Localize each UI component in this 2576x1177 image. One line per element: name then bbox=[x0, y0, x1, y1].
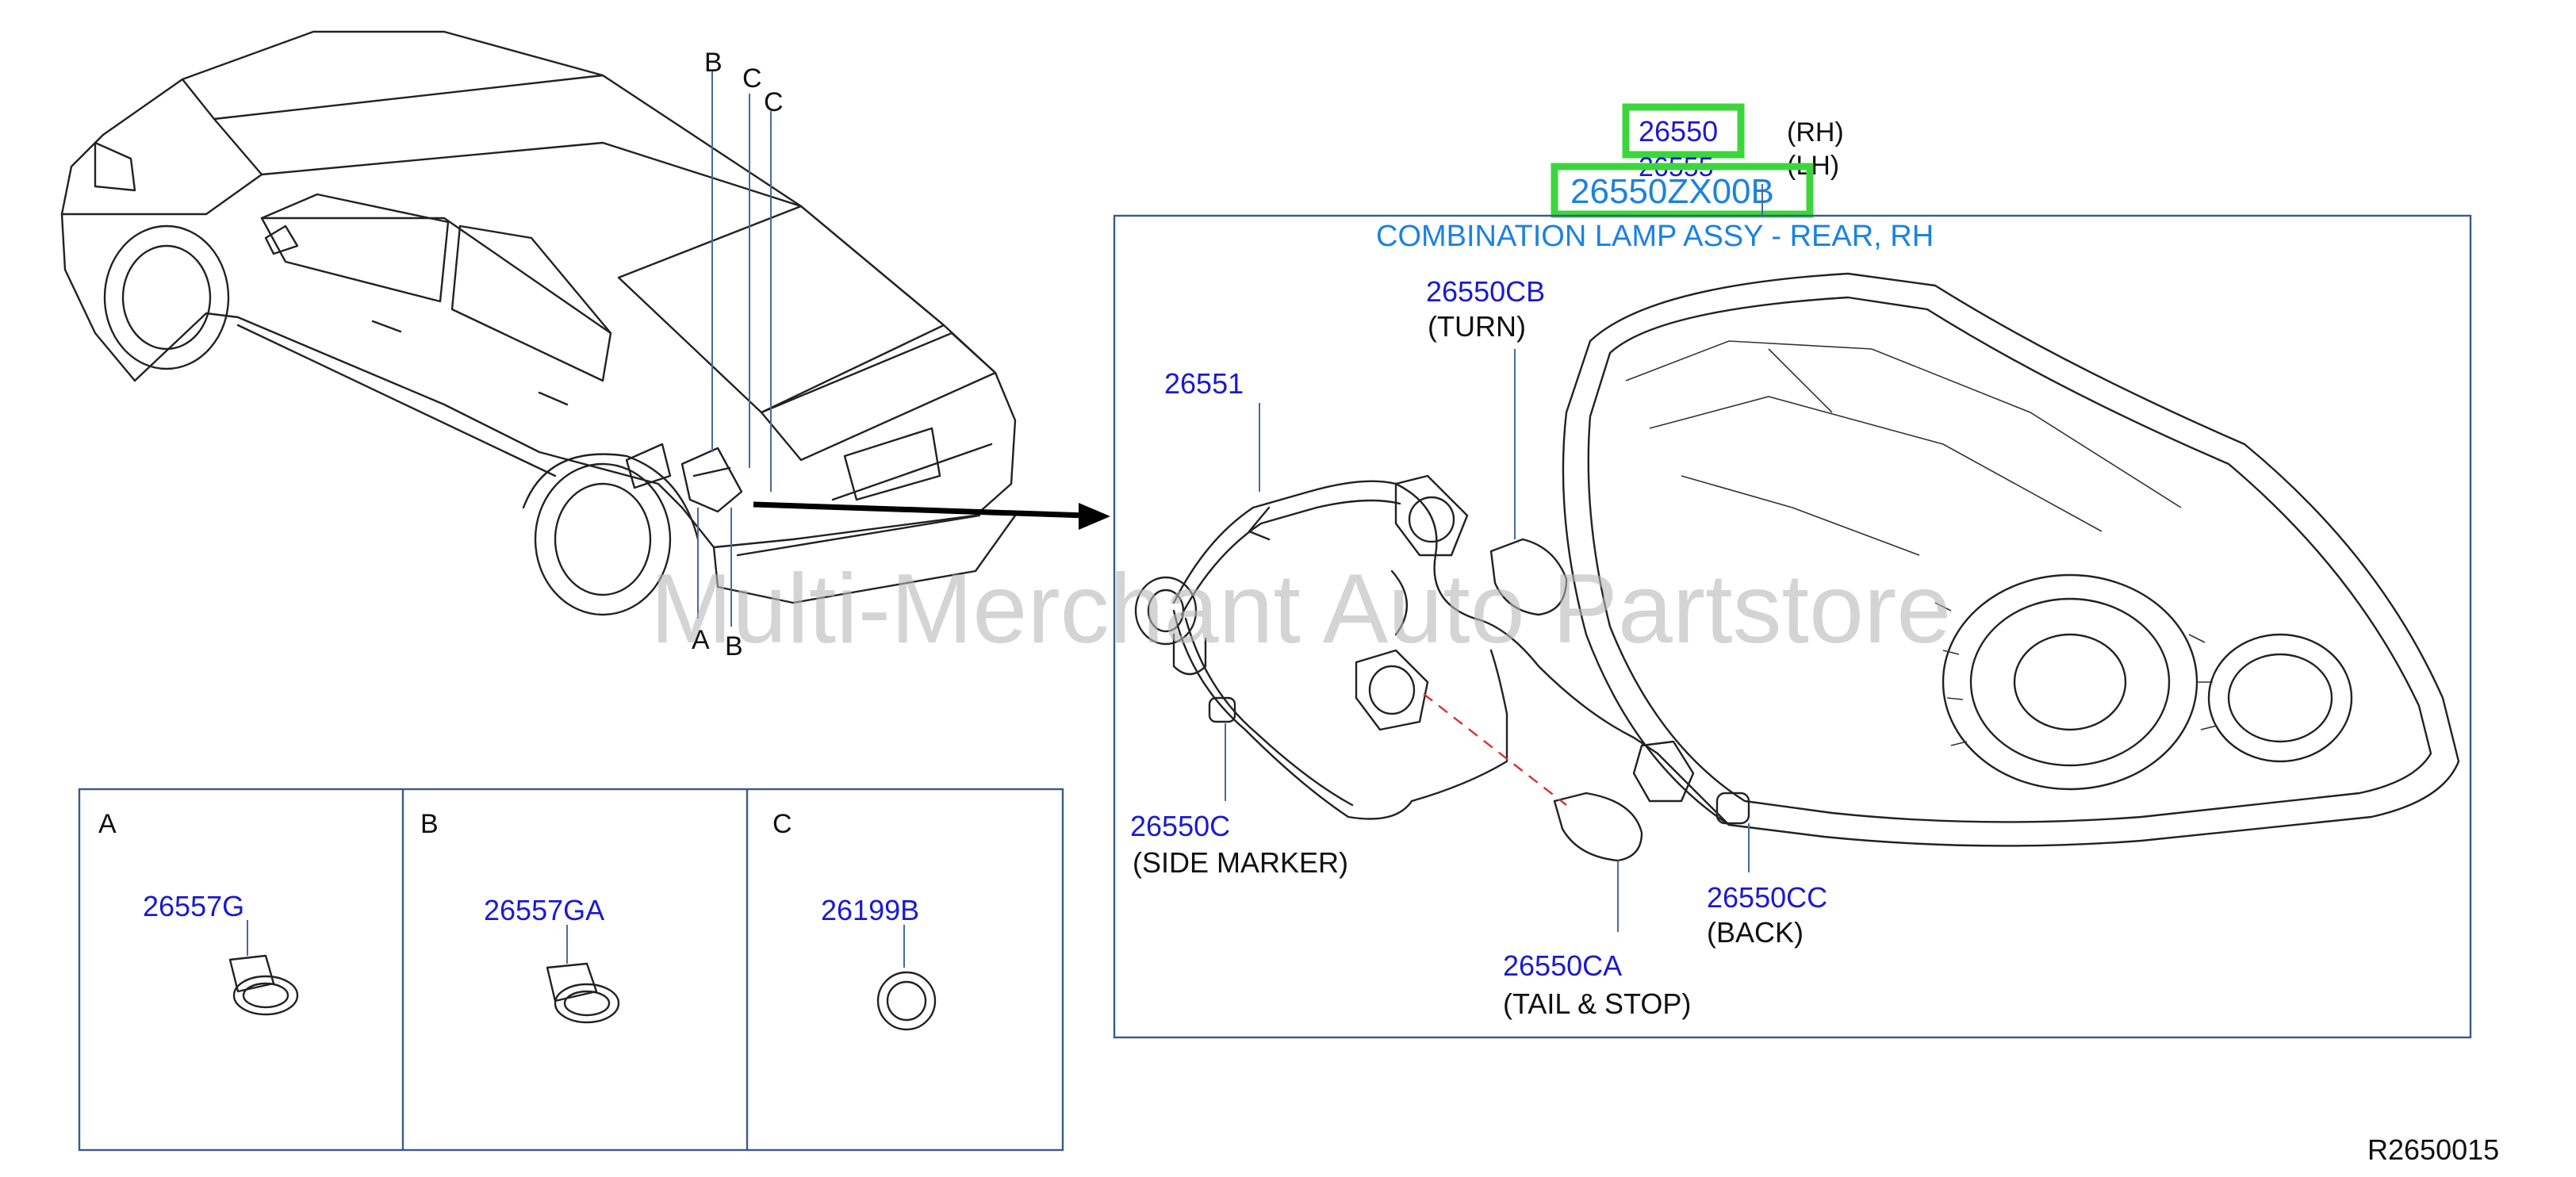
part-desc-back: (BACK) bbox=[1707, 916, 1804, 949]
part-number-turn[interactable]: 26550CB bbox=[1426, 275, 1545, 308]
rear-combination-lamp bbox=[1562, 272, 2460, 847]
part-number-detail-c[interactable]: 26199B bbox=[821, 894, 919, 926]
part-number-harness[interactable]: 26551 bbox=[1164, 367, 1244, 400]
detail-letter-b: B bbox=[420, 809, 439, 839]
part-number-rh[interactable]: 26550 bbox=[1639, 115, 1718, 148]
callout-b-top: B bbox=[704, 48, 723, 78]
part-number-selected[interactable]: 26550ZX00B bbox=[1570, 172, 1774, 211]
clip-a-drawing bbox=[228, 920, 299, 1016]
wiring-harness bbox=[1134, 474, 1750, 862]
watermark: Multi-Merchant Auto Partstore bbox=[650, 554, 1951, 664]
part-desc-side-marker: (SIDE MARKER) bbox=[1133, 846, 1348, 879]
part-number-side-marker[interactable]: 26550C bbox=[1130, 810, 1230, 842]
callout-a-bottom: A bbox=[692, 625, 710, 655]
callout-c-1: C bbox=[742, 63, 762, 94]
detail-letter-a: A bbox=[98, 809, 117, 839]
detail-boxes-frame bbox=[78, 788, 1064, 1152]
detail-letter-c: C bbox=[772, 809, 792, 839]
car-illustration bbox=[60, 30, 1110, 627]
part-number-detail-a[interactable]: 26557G bbox=[143, 890, 244, 922]
callout-b-bottom: B bbox=[725, 631, 743, 661]
assembly-name: COMBINATION LAMP ASSY - REAR, RH bbox=[1376, 220, 1934, 253]
grommet-c-drawing bbox=[876, 925, 937, 1031]
clip-b-drawing bbox=[546, 925, 620, 1024]
lamp-assembly-frame bbox=[1113, 214, 2472, 1039]
part-desc-tail-stop: (TAIL & STOP) bbox=[1503, 987, 1691, 1020]
drawing-id: R2650015 bbox=[2367, 1133, 2499, 1166]
part-number-tail-stop[interactable]: 26550CA bbox=[1503, 949, 1622, 982]
highlight-part-selected bbox=[1551, 163, 1814, 218]
part-number-back[interactable]: 26550CC bbox=[1707, 881, 1827, 914]
part-desc-turn: (TURN) bbox=[1428, 310, 1526, 343]
callout-c-2: C bbox=[764, 87, 784, 117]
part-number-detail-b[interactable]: 26557GA bbox=[484, 894, 604, 926]
highlight-part-rh bbox=[1622, 103, 1745, 159]
side-rh-label: (RH) bbox=[1787, 117, 1844, 148]
